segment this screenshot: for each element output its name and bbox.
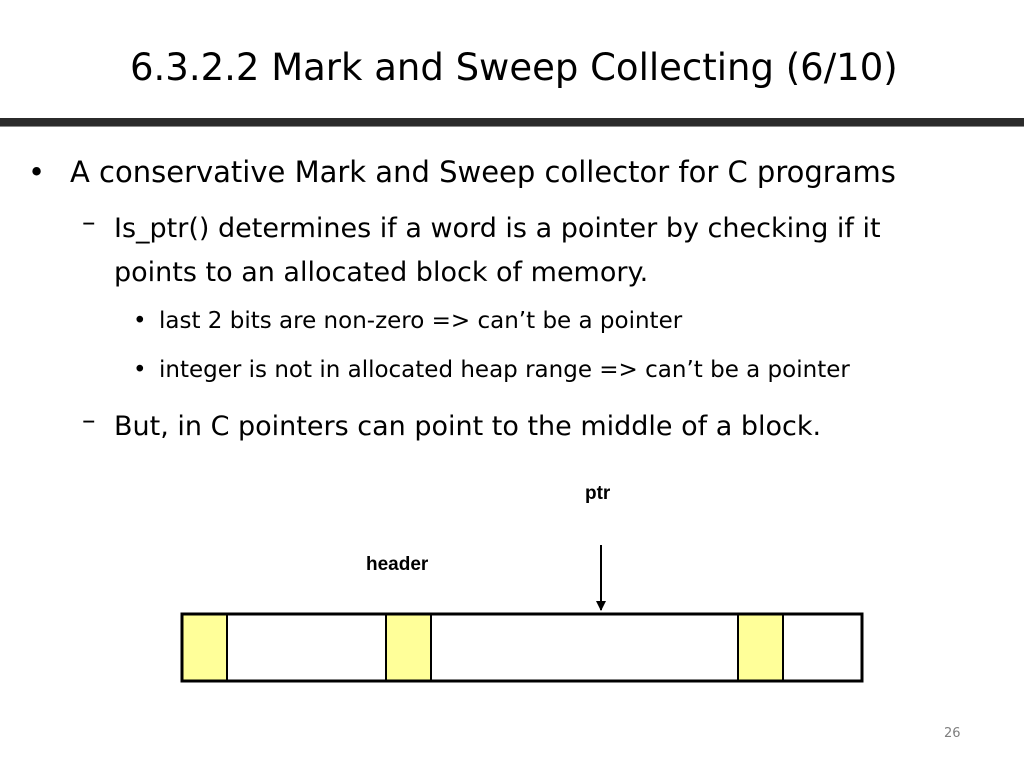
bullet-marker: • [133,357,147,383]
title-divider [0,118,1024,126]
sub-bullet-2-text: But, in C pointers can point to the midd… [114,411,822,442]
sub-sub-bullet-1-text: last 2 bits are non-zero => can’t be a p… [159,308,683,334]
header-cell-3 [737,613,784,682]
slide-title: 6.3.2.2 Mark and Sweep Collecting (6/10) [130,46,898,89]
header-cell-1 [181,613,228,682]
sub-bullet-1-line-2: points to an allocated block of memory. [114,257,649,288]
ptr-label: ptr [585,483,611,504]
dash-marker: – [82,405,96,436]
title-divider-shadow [0,126,1024,127]
sub-bullet-1-line-1: Is_ptr() determines if a word is a point… [114,213,881,244]
bullet-1-text: A conservative Mark and Sweep collector … [70,155,896,189]
page-number: 26 [944,726,961,741]
bullet-marker: • [133,308,147,334]
sub-sub-bullet-2-text: integer is not in allocated heap range =… [159,357,850,383]
heap-block-outline [180,612,864,683]
header-cell-2 [385,613,432,682]
dash-marker: – [82,207,96,238]
header-label: header [366,554,429,575]
bullet-marker: • [28,155,46,189]
